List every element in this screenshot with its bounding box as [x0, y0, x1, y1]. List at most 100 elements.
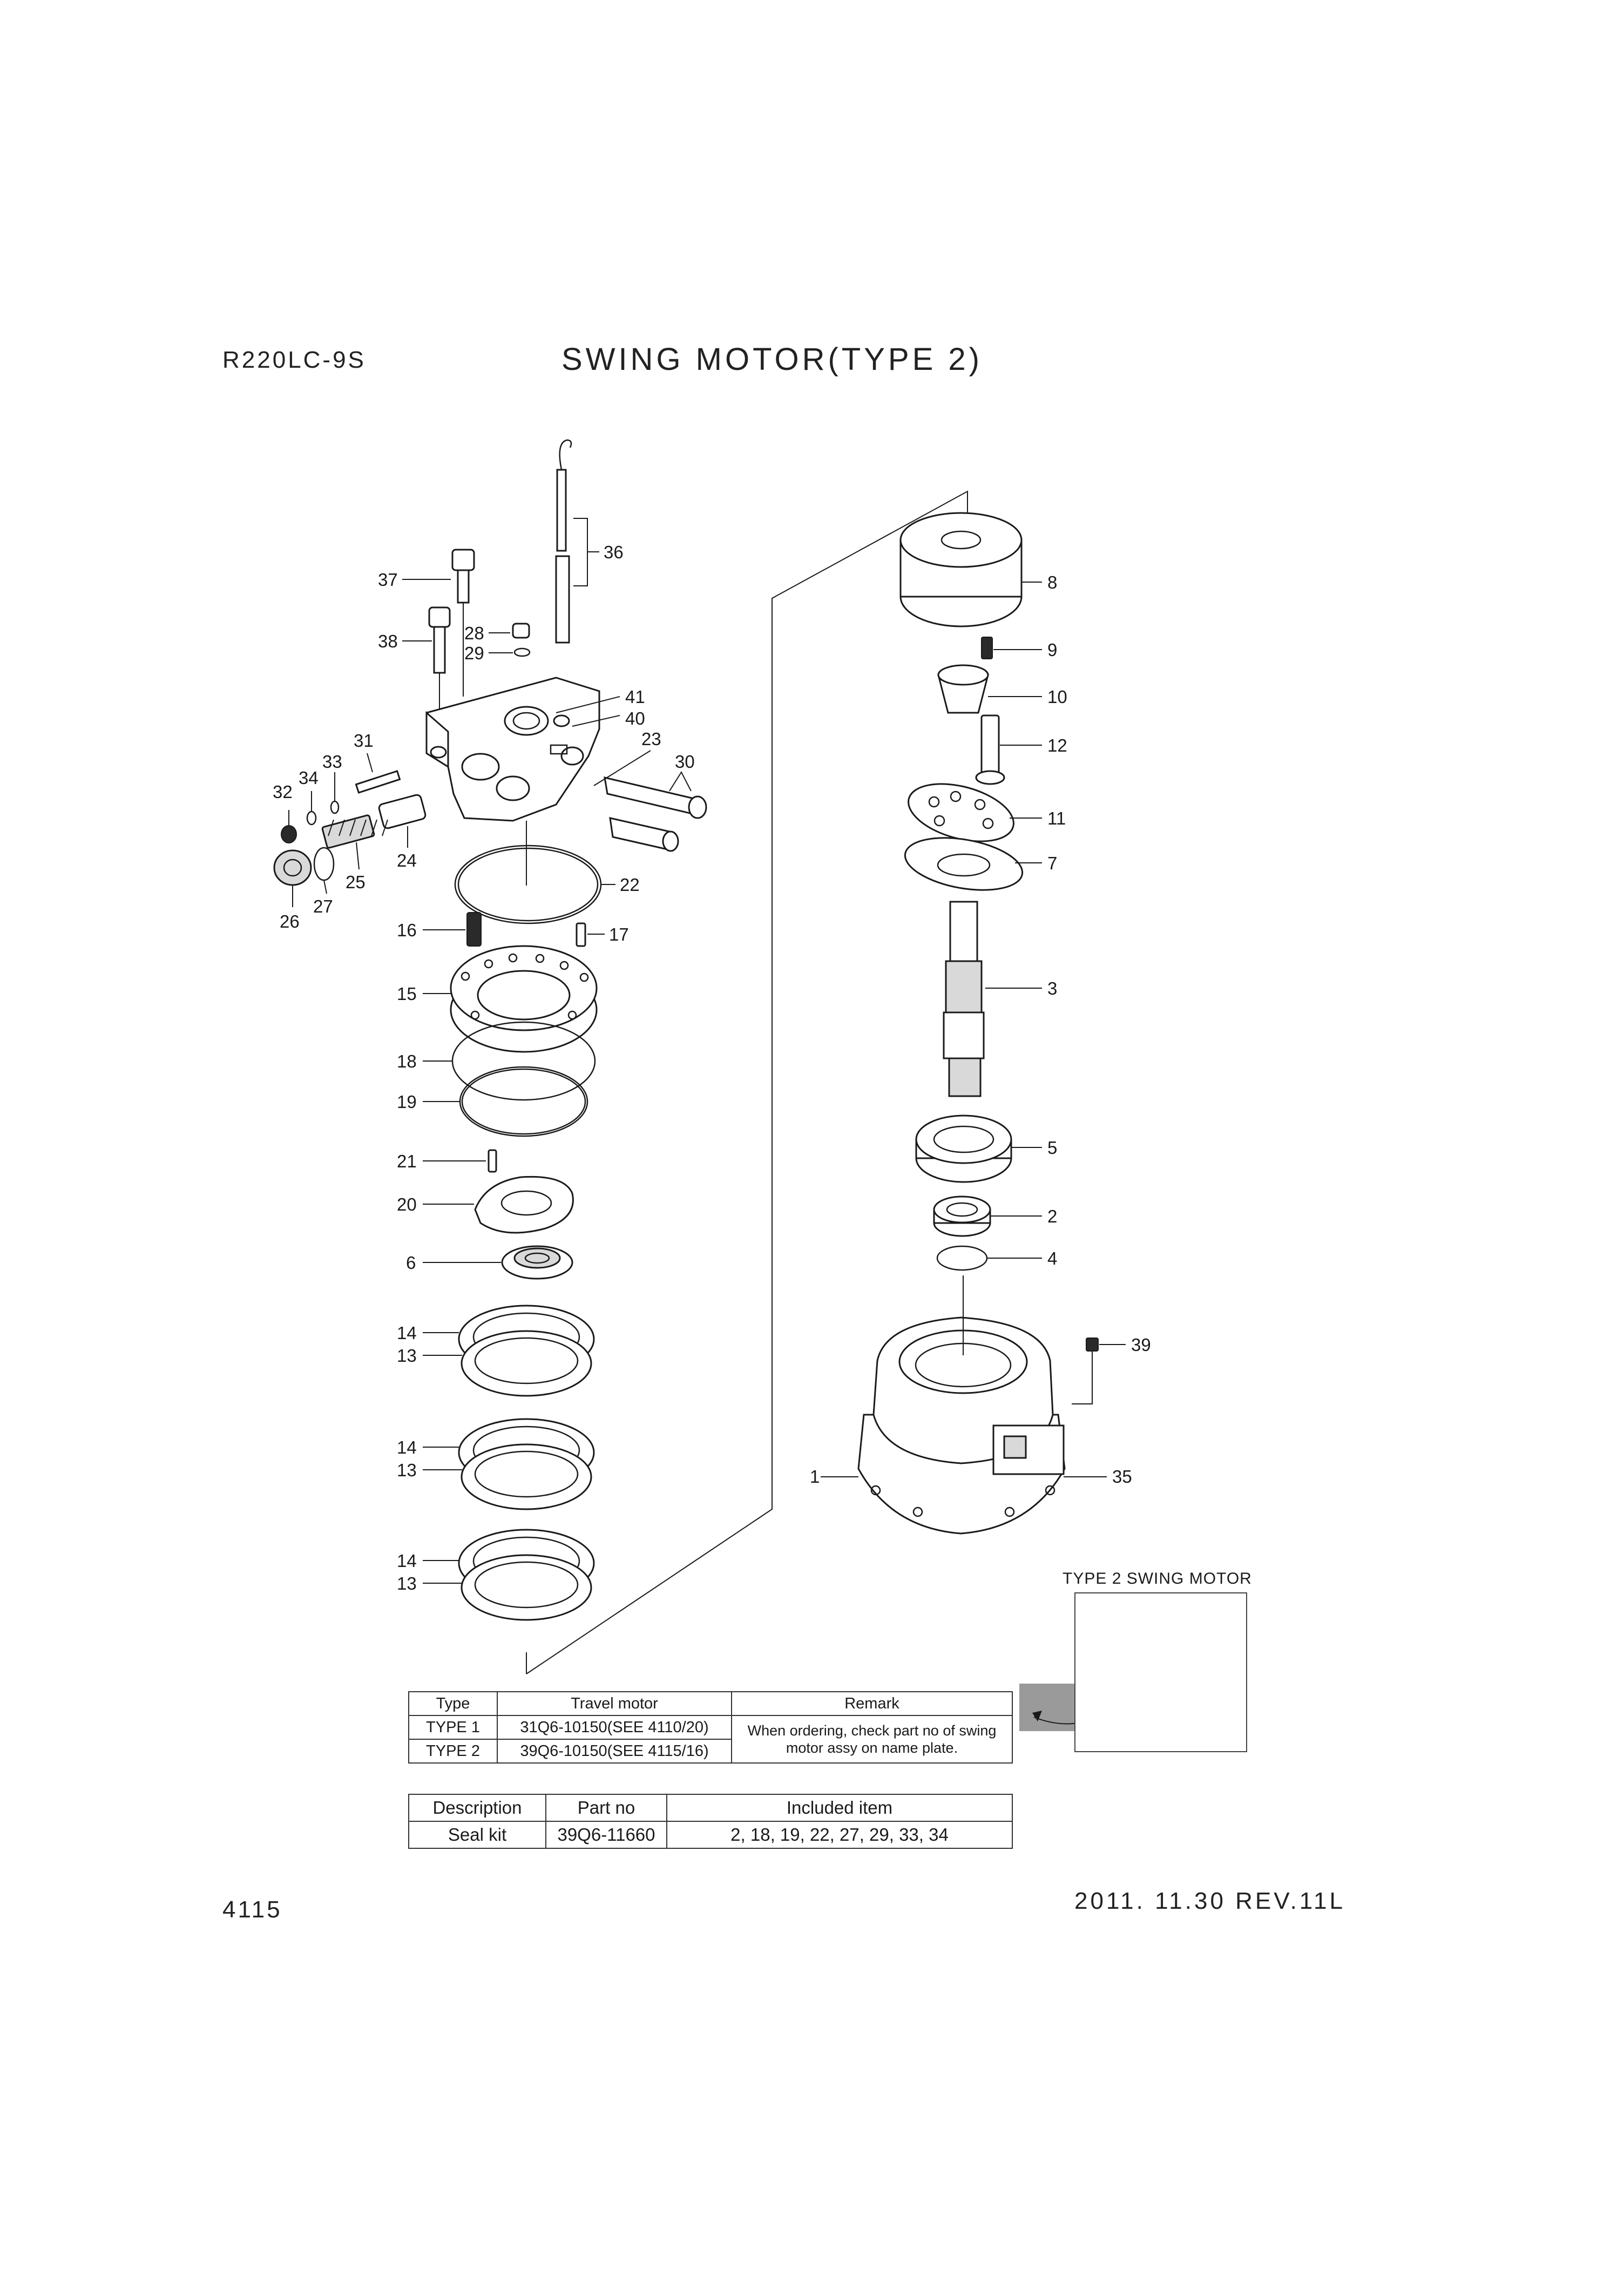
friction-plates-set-3 [423, 1529, 595, 1621]
part-5-roller-bearing [915, 1114, 1042, 1183]
part-7-shoe-plate [904, 837, 1042, 891]
callout-13a: 13 [397, 1346, 417, 1366]
callout-13c: 13 [397, 1573, 417, 1593]
callout-23: 23 [641, 729, 661, 749]
part-15-brake-piston [423, 945, 598, 1053]
inset-frame [1074, 1592, 1247, 1752]
part-6-bearing [423, 1245, 573, 1280]
header-included-item: Included item [666, 1794, 1013, 1822]
part-29-o-ring [489, 647, 531, 657]
callout-3: 3 [1047, 978, 1057, 998]
type-table-header: Type Travel motor Remark [408, 1691, 1013, 1716]
callout-10: 10 [1047, 687, 1067, 707]
part-20-valve-plate [423, 1176, 574, 1234]
callout-26: 26 [280, 911, 300, 931]
callout-14b: 14 [397, 1437, 417, 1457]
callout-22: 22 [620, 875, 640, 895]
callout-29: 29 [464, 643, 484, 663]
model-code: R220LC-9S [222, 347, 366, 373]
callout-20: 20 [397, 1194, 417, 1214]
callout-27: 27 [313, 896, 333, 916]
seal-part-no: 39Q6-11660 [545, 1821, 667, 1849]
callout-12: 12 [1047, 735, 1067, 755]
seal-included-items: 2, 18, 19, 22, 27, 29, 33, 34 [666, 1821, 1013, 1849]
table-row: Seal kit 39Q6-11660 2, 18, 19, 22, 27, 2… [408, 1821, 1013, 1849]
header-description: Description [408, 1794, 546, 1822]
part-26-plug [273, 849, 312, 907]
seal-description: Seal kit [408, 1821, 546, 1849]
friction-plates-set-2 [423, 1418, 595, 1510]
callout-21: 21 [397, 1151, 417, 1171]
type-1-travel-motor: 31Q6-10150(SEE 4110/20) [497, 1715, 732, 1740]
callout-4: 4 [1047, 1248, 1057, 1268]
revision-date: 2011. 11.30 REV.11L [1074, 1888, 1345, 1914]
part-22-o-ring [454, 845, 615, 924]
callout-32: 32 [273, 782, 293, 802]
callout-18: 18 [397, 1051, 417, 1071]
callout-40: 40 [625, 708, 645, 728]
header-remark: Remark [731, 1691, 1013, 1716]
callout-17: 17 [609, 924, 629, 944]
part-34-ring [306, 791, 317, 826]
type-2-cell: TYPE 2 [408, 1739, 498, 1764]
part-33-ring [330, 772, 340, 814]
callout-19: 19 [397, 1092, 417, 1112]
seal-table-header: Description Part no Included item [408, 1794, 1013, 1822]
part-37-bolt [402, 549, 475, 697]
inset-pointer-arrow [1019, 1684, 1113, 1731]
callout-31: 31 [354, 731, 374, 751]
inset-caption: TYPE 2 SWING MOTOR [1063, 1570, 1252, 1588]
part-30-relief-valves [593, 750, 707, 852]
part-36-sleeve [555, 439, 599, 644]
callout-25: 25 [346, 872, 366, 892]
callout-30: 30 [675, 752, 695, 772]
callout-41: 41 [625, 687, 645, 707]
callout-2: 2 [1047, 1206, 1057, 1226]
table-row: TYPE 2 39Q6-10150(SEE 4115/16) [408, 1739, 1012, 1764]
part-4-snap-ring [936, 1245, 1042, 1271]
part-3-drive-shaft [943, 901, 1042, 1097]
part-18-o-ring [423, 1021, 596, 1101]
part-27-o-ring [313, 847, 335, 894]
part-17-pin [576, 922, 605, 947]
callout-28: 28 [464, 623, 484, 643]
callout-16: 16 [397, 920, 417, 940]
callout-5: 5 [1047, 1138, 1057, 1158]
callout-39: 39 [1131, 1335, 1151, 1355]
type-2-travel-motor: 39Q6-10150(SEE 4115/16) [497, 1739, 732, 1764]
part-31-shaft [355, 753, 401, 794]
part-1-casing [821, 1275, 1107, 1535]
part-39-plug [1072, 1337, 1126, 1404]
callout-34: 34 [299, 768, 319, 788]
part-8-cylinder-block [899, 512, 1042, 627]
part-12-piston [975, 714, 1042, 785]
part-32-cap [281, 810, 297, 843]
header-type: Type [408, 1691, 498, 1716]
part-16-spring [423, 912, 482, 947]
part-21-pin [423, 1149, 497, 1173]
callout-14a: 14 [397, 1323, 417, 1343]
type-1-cell: TYPE 1 [408, 1715, 498, 1740]
callout-37: 37 [378, 570, 398, 590]
callout-labels: 1 2 3 4 5 6 7 8 9 10 11 12 13 14 13 14 1… [273, 542, 1151, 1593]
callout-6: 6 [406, 1253, 416, 1273]
callout-13b: 13 [397, 1460, 417, 1480]
callout-38: 38 [378, 631, 398, 651]
callout-1: 1 [810, 1467, 820, 1487]
part-25-spring [321, 814, 388, 870]
header-travel-motor: Travel motor [497, 1691, 732, 1716]
callout-9: 9 [1047, 640, 1057, 660]
header-part-no: Part no [545, 1794, 667, 1822]
table-row: TYPE 1 31Q6-10150(SEE 4110/20) When orde… [408, 1715, 1013, 1764]
remark-cell: When ordering, check part no of swing mo… [731, 1715, 1013, 1764]
part-2-bushing [933, 1195, 1042, 1237]
callout-7: 7 [1047, 853, 1057, 873]
friction-plates-set-1 [423, 1305, 595, 1397]
callout-14c: 14 [397, 1551, 417, 1571]
callout-8: 8 [1047, 572, 1057, 592]
part-28-plug [489, 623, 530, 639]
page-number: 4115 [222, 1896, 282, 1923]
part-10-spherical-bush [937, 664, 1042, 714]
